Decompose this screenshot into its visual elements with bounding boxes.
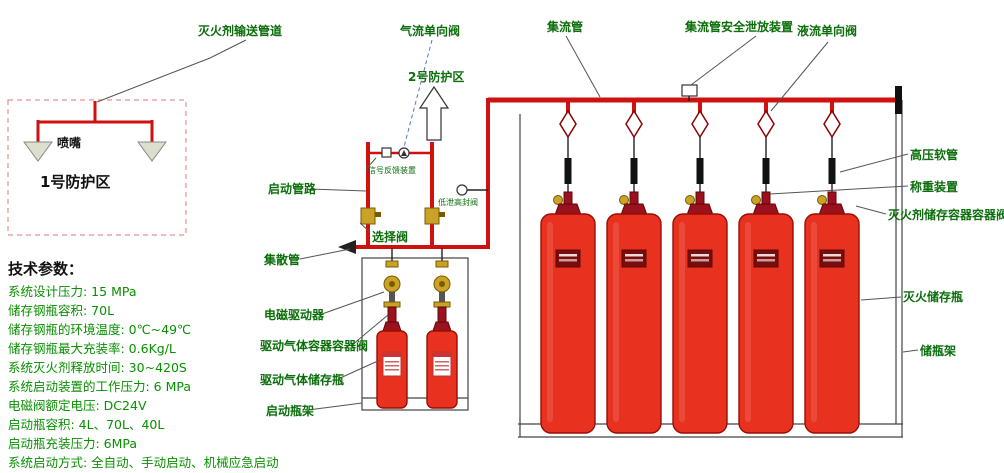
storage-cylinder [737, 98, 795, 435]
label-drive-gas-container-valve: 驱动气体容器容器阀 [260, 339, 369, 353]
selector-valve-1 [360, 207, 381, 225]
tech-param-release-time: 系统灭火剂释放时间: 30~420S [8, 360, 187, 375]
tech-param-fill-rate: 储存钢瓶最大充装率: 0.6Kg/L [8, 341, 176, 356]
label-start-bottle-rack: 启动瓶架 [266, 404, 315, 418]
protection-zone-1 [7, 99, 187, 236]
label-delivery-pipe: 灭火剂输送管道 [198, 24, 283, 38]
selector-valve-2 [424, 207, 445, 225]
label-manifold: 集流管 [547, 20, 584, 34]
label-manifold-relief: 集流管安全泄放装置 [685, 20, 794, 34]
tech-param-design-pressure: 系统设计压力: 15 MPa [8, 284, 137, 299]
nozzle-symbol-left [23, 141, 53, 162]
storage-cylinder [803, 98, 861, 435]
storage-cylinder [539, 98, 597, 435]
label-zone2: 2号防护区 [408, 70, 465, 84]
gas-check-valve-symbol [381, 147, 410, 159]
drive-gas-cylinder [376, 247, 408, 409]
manifold-relief-device [681, 84, 698, 101]
label-solenoid-driver: 电磁驱动器 [264, 308, 325, 322]
label-collector-pipe: 集散管 [264, 253, 301, 267]
storage-cylinder [671, 98, 729, 435]
flow-arrow [338, 240, 356, 254]
label-zone1: 1号防护区 [40, 173, 111, 191]
zone2-direction-arrow [418, 85, 450, 141]
manifold-end-cap [895, 86, 902, 114]
label-weighing-device: 称重装置 [910, 180, 959, 194]
tech-params-heading: 技术参数： [8, 260, 84, 278]
tech-param-start-pressure: 系统启动装置的工作压力: 6 MPa [8, 379, 192, 394]
label-liquid-check-valve: 液流单向阀 [797, 24, 858, 38]
tech-param-start-bottle-volume: 启动瓶容积: 4L、70L、40L [8, 417, 165, 432]
low-leak-valve-symbol [456, 184, 488, 196]
label-low-leak-valve: 低泄高封阀 [438, 198, 478, 207]
label-nozzle: 喷嘴 [57, 136, 82, 150]
signal-feedback-symbol [381, 147, 392, 158]
label-hp-hose: 高压软管 [910, 148, 959, 162]
tech-param-ambient-temp: 储存钢瓶的环境温度: 0℃~49℃ [8, 322, 192, 337]
tech-param-solenoid-voltage: 电磁阀额定电压: DC24V [8, 398, 147, 413]
label-signal-feedback: 信号反馈装置 [368, 166, 416, 175]
storage-cylinder [605, 98, 663, 435]
leader-lines [96, 35, 919, 411]
label-selector-valve: 选择阀 [372, 230, 409, 244]
tech-param-start-modes: 系统启动方式: 全自动、手动启动、机械应急启动 [8, 455, 279, 470]
label-drive-gas-bottle: 驱动气体储存瓶 [260, 373, 345, 387]
label-gas-check-valve: 气流单向阀 [400, 24, 461, 38]
label-start-pipeline: 启动管路 [268, 182, 317, 196]
drive-gas-cylinder [426, 247, 458, 409]
label-bottle-rack: 储瓶架 [920, 344, 957, 358]
nozzle-symbol-right [137, 141, 167, 162]
tech-param-cylinder-volume: 储存钢瓶容积: 70L [8, 303, 115, 318]
label-agent-storage-bottle: 灭火储存瓶 [903, 290, 964, 304]
tech-param-start-bottle-pressure: 启动瓶充装压力: 6MPa [8, 436, 138, 451]
label-agent-container-valve: 灭火剂储存容器容器阀 [888, 208, 1004, 222]
tech-params-panel: 技术参数： 系统设计压力: 15 MPa 储存钢瓶容积: 70L 储存钢瓶的环境… [8, 258, 279, 472]
